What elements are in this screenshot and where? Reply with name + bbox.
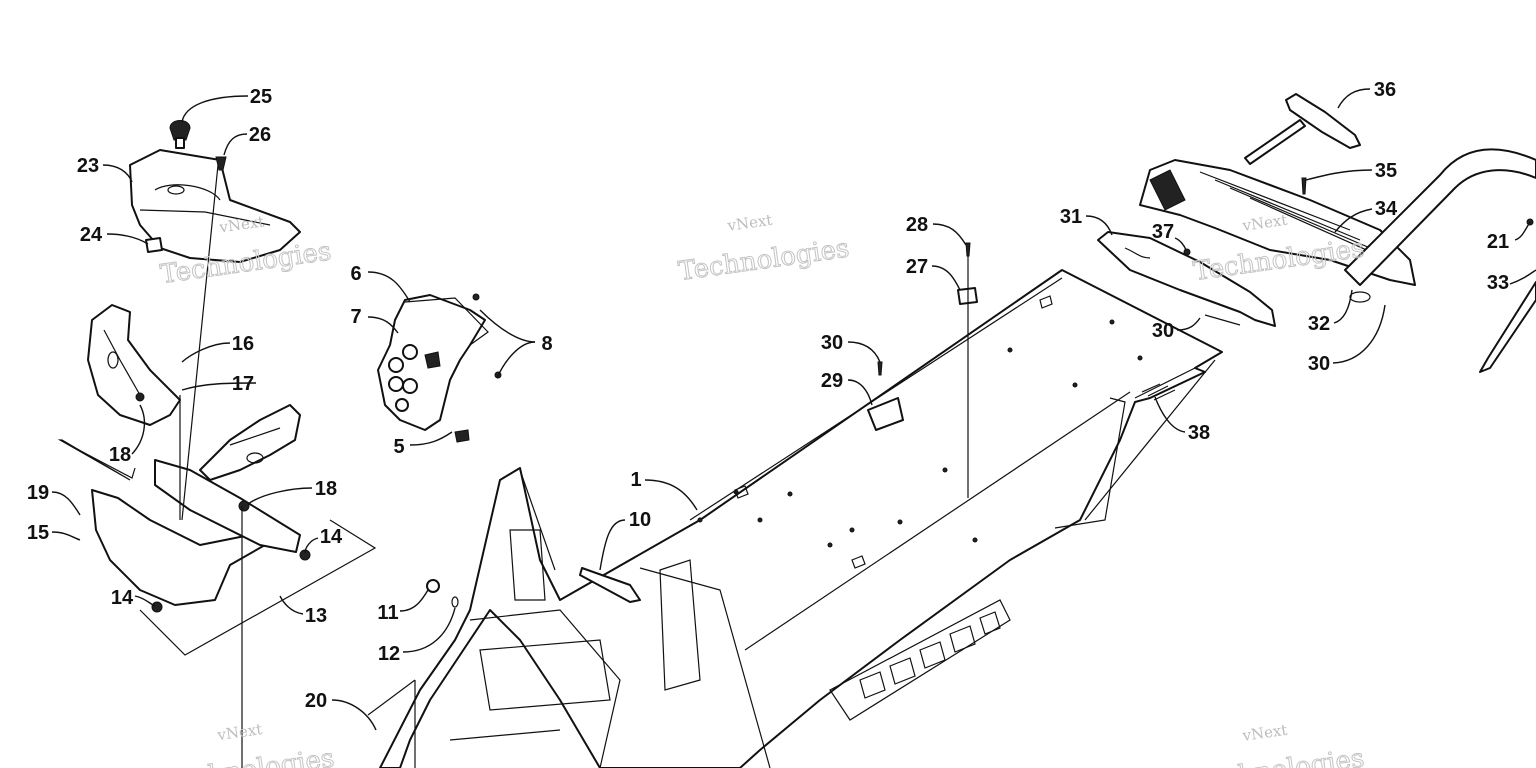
callout-32: 32	[1308, 313, 1330, 335]
callout-8: 8	[541, 333, 552, 355]
rivet	[1183, 248, 1191, 256]
callout-19: 19	[27, 482, 49, 504]
washer	[426, 579, 440, 593]
callout-5: 5	[393, 436, 404, 458]
callout-6: 6	[350, 263, 361, 285]
callout-20: 20	[305, 690, 327, 712]
front-cover-bracket	[377, 293, 502, 443]
chassis-tunnel	[379, 269, 1223, 768]
tail-light-housing	[1139, 159, 1416, 286]
watermark-line1: vNext	[725, 211, 773, 235]
callout-23: 23	[77, 155, 99, 177]
callout-30: 30	[821, 332, 843, 354]
left-bracket	[87, 304, 301, 481]
callout-18: 18	[109, 444, 131, 466]
callout-27: 27	[906, 256, 928, 278]
callout-7: 7	[350, 306, 361, 328]
watermark-line1: vNext	[1240, 721, 1288, 745]
callout-14: 14	[320, 526, 343, 548]
callout-12: 12	[378, 643, 400, 665]
callout-35: 35	[1375, 160, 1397, 182]
callout-34: 34	[1375, 198, 1398, 220]
watermark: vNext Technologies	[161, 720, 337, 768]
washer	[451, 596, 459, 608]
callout-17: 17	[232, 373, 254, 395]
callout-38: 38	[1188, 422, 1210, 444]
callout-37: 37	[1152, 221, 1174, 243]
callout-30: 30	[1152, 320, 1174, 342]
callout-29: 29	[821, 370, 843, 392]
callout-31: 31	[1060, 206, 1082, 228]
callout-16: 16	[232, 333, 254, 355]
lower-left-plate	[57, 392, 377, 656]
callout-30: 30	[1308, 353, 1330, 375]
callout-25: 25	[250, 86, 272, 108]
callout-labels: 1 5 6 7 8 10 11 12 13 14 14 15 16 17 18 …	[27, 79, 1509, 712]
rear-bumper-rail	[1344, 148, 1536, 373]
callout-14: 14	[111, 587, 134, 609]
callout-21: 21	[1487, 231, 1509, 253]
watermark-line2: Technologies	[676, 233, 851, 287]
clip	[145, 237, 163, 253]
callout-26: 26	[249, 124, 271, 146]
watermark: vNext Technologies	[676, 211, 852, 288]
washer	[1349, 291, 1371, 303]
callout-24: 24	[80, 224, 103, 246]
watermark-line2: Technologies	[161, 743, 336, 768]
rear-panel	[1097, 231, 1276, 327]
knob	[169, 120, 191, 149]
callout-36: 36	[1374, 79, 1396, 101]
watermark: vNext Technologies	[1191, 721, 1367, 768]
callout-10: 10	[629, 509, 651, 531]
strap	[579, 567, 641, 603]
callout-33: 33	[1487, 272, 1509, 294]
callout-15: 15	[27, 522, 49, 544]
callout-11: 11	[377, 602, 398, 624]
watermark-line1: vNext	[215, 720, 263, 744]
watermark-line2: Technologies	[1191, 743, 1366, 768]
grab-handle	[1244, 93, 1361, 165]
callout-28: 28	[906, 214, 928, 236]
callout-1: 1	[630, 469, 641, 491]
bumper	[867, 397, 904, 431]
leader-lines	[51, 88, 1536, 731]
callout-18: 18	[315, 478, 337, 500]
callout-13: 13	[305, 605, 327, 627]
